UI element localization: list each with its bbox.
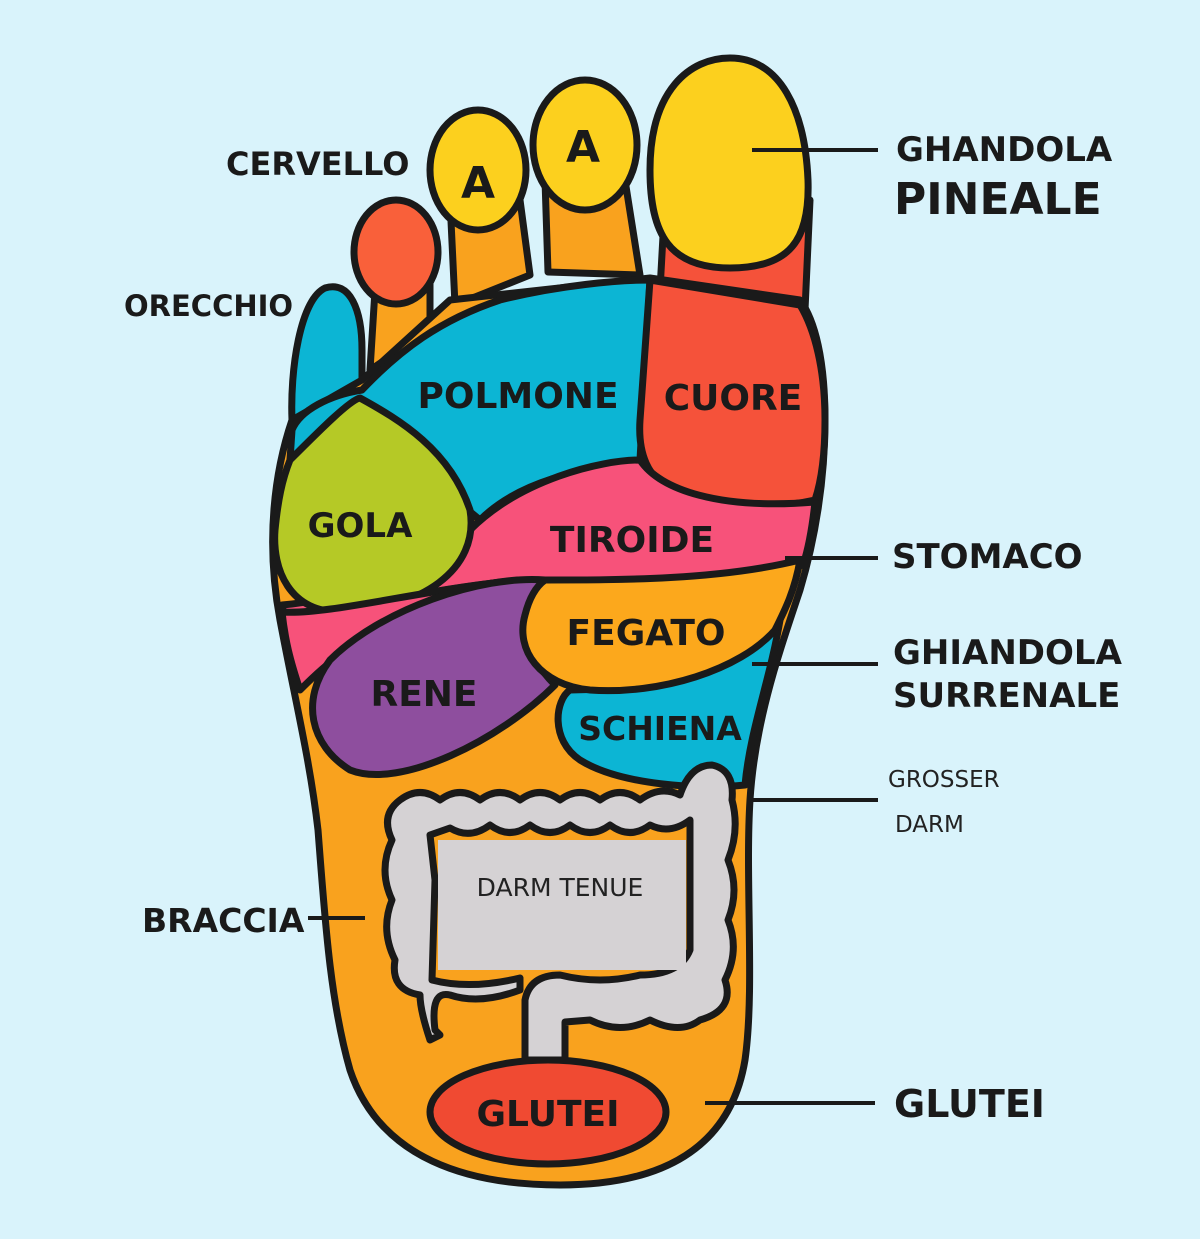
fegato-region xyxy=(519,556,804,695)
region-labels: A A POLMONE CUORE GOLA TIROIDE FEGATO RE… xyxy=(308,122,803,1135)
toe-label-a2: A xyxy=(566,122,600,173)
grosser-label: GROSSER xyxy=(888,767,1000,793)
callout-lines xyxy=(308,148,878,1105)
fegato-label: FEGATO xyxy=(567,613,726,654)
surrenale-label: SURRENALE xyxy=(893,676,1120,716)
orecchio-label: ORECCHIO xyxy=(124,289,293,323)
rene-label: RENE xyxy=(370,674,477,715)
braccia-label: BRACCIA xyxy=(142,901,305,940)
large-intestine xyxy=(381,761,739,1064)
cervello-label: CERVELLO xyxy=(226,145,409,183)
stomaco-label: STOMACO xyxy=(892,537,1083,577)
second-toe xyxy=(529,76,641,214)
third-toe xyxy=(426,106,530,234)
toe-label-a1: A xyxy=(461,158,495,209)
gola-label: GOLA xyxy=(308,506,413,546)
darm-tenue-label: DARM TENUE xyxy=(477,873,644,902)
glutei-callout-label: GLUTEI xyxy=(894,1082,1045,1126)
pineale-label: PINEALE xyxy=(894,174,1102,225)
fourth-toe xyxy=(350,196,442,308)
gola-region xyxy=(271,394,475,616)
ghandola-label: GHANDOLA xyxy=(896,130,1113,170)
glutei-region xyxy=(426,1056,670,1168)
ghiandola-label: GHIANDOLA xyxy=(893,633,1123,673)
small-intestine-area xyxy=(438,840,686,970)
polmone-label: POLMONE xyxy=(417,376,618,417)
tiroide-label: TIROIDE xyxy=(550,520,714,561)
glutei-region-label: GLUTEI xyxy=(477,1094,620,1135)
callout-labels: CERVELLO ORECCHIO GHANDOLA PINEALE STOMA… xyxy=(124,130,1123,1126)
cuore-label: CUORE xyxy=(664,378,803,419)
schiena-label: SCHIENA xyxy=(578,709,742,748)
darm-label: DARM xyxy=(895,812,964,838)
big-toe xyxy=(646,54,812,272)
